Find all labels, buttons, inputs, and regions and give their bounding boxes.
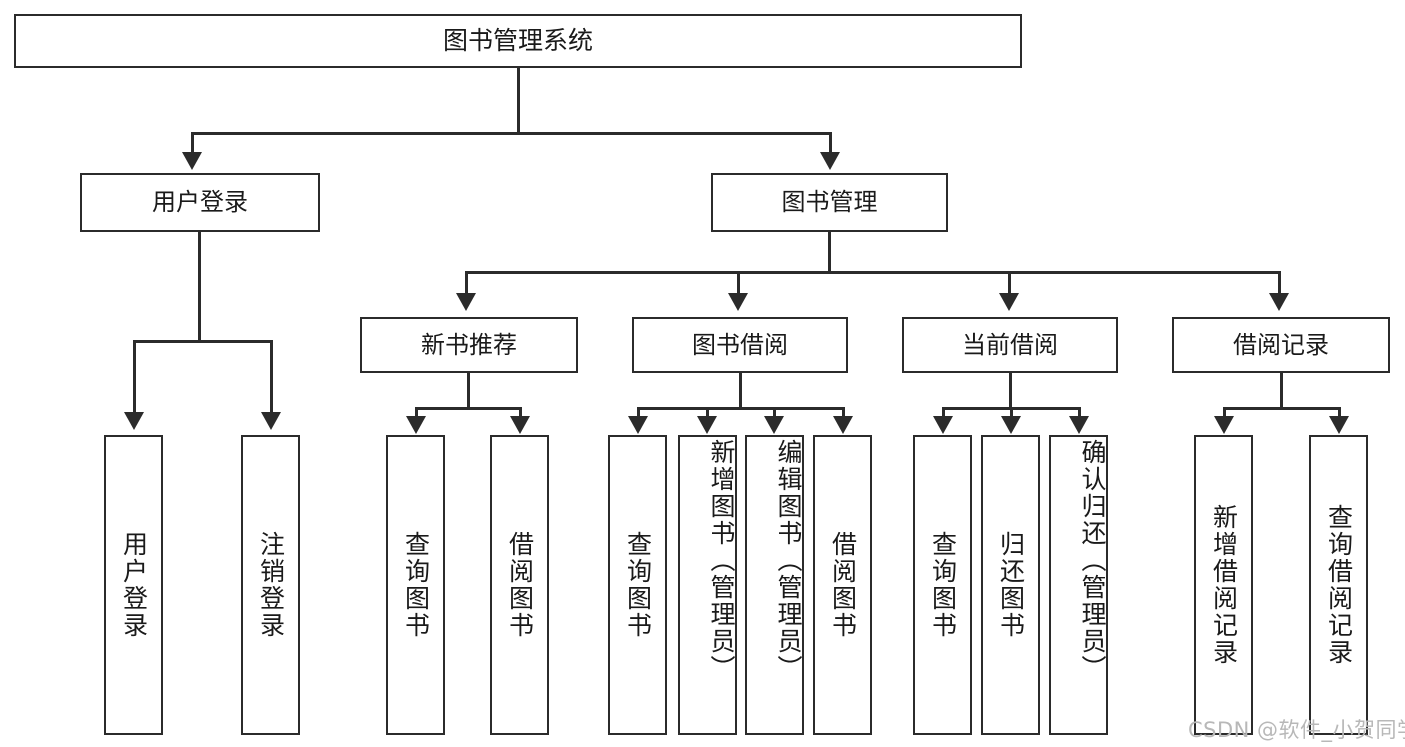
arrow-nbr-child-1: [406, 416, 426, 434]
arrow-cb-child-3: [1069, 416, 1089, 434]
arrow-to-book-borrow: [728, 293, 748, 311]
connector-root-bus: [191, 132, 831, 135]
node-new-book-recommend[interactable]: 新书推荐: [360, 317, 578, 373]
connector-bb-child-4: [842, 407, 845, 419]
node-user-login[interactable]: 用户登录: [80, 173, 320, 232]
leaf-cb-confirm-return-admin[interactable]: 确认归还（管理员）: [1049, 435, 1108, 735]
connector-bb-child-3: [773, 407, 776, 419]
arrow-user-login-child-1: [124, 412, 144, 430]
leaf-bb-edit-book-admin[interactable]: 编辑图书（管理员）: [745, 435, 804, 735]
leaf-user-login[interactable]: 用户登录: [104, 435, 163, 735]
node-label: 注销登录: [256, 531, 286, 639]
arrow-br-child-1: [1214, 416, 1234, 434]
leaf-bb-add-book-admin[interactable]: 新增图书（管理员）: [678, 435, 737, 735]
connector-user-login-bus: [133, 340, 273, 343]
node-borrow-record[interactable]: 借阅记录: [1172, 317, 1390, 373]
node-label: 查询借阅记录: [1324, 504, 1354, 666]
leaf-bb-borrow-book[interactable]: 借阅图书: [813, 435, 872, 735]
connector-user-login-stem: [198, 232, 201, 342]
node-book-borrow[interactable]: 图书借阅: [632, 317, 848, 373]
node-label: 查询图书: [928, 531, 958, 639]
node-label: 借阅图书: [828, 531, 858, 639]
node-label: 图书管理: [781, 188, 878, 217]
arrow-to-new-book-recommend: [456, 293, 476, 311]
leaf-br-add-record[interactable]: 新增借阅记录: [1194, 435, 1253, 735]
node-label: 新书推荐: [421, 330, 517, 359]
arrow-bb-child-2: [697, 416, 717, 434]
leaf-nbr-borrow-book[interactable]: 借阅图书: [490, 435, 549, 735]
connector-cb-child-3: [1078, 407, 1081, 419]
arrow-bb-child-4: [833, 416, 853, 434]
node-label: 图书借阅: [692, 330, 788, 359]
node-label: 确认归还（管理员）: [1078, 439, 1107, 682]
leaf-br-query-record[interactable]: 查询借阅记录: [1309, 435, 1368, 735]
arrow-to-current-borrow: [999, 293, 1019, 311]
connector-cb-child-1: [942, 407, 945, 419]
node-label: 新增借阅记录: [1209, 504, 1239, 666]
node-label: 借阅图书: [505, 531, 535, 639]
arrow-cb-child-2: [1001, 416, 1021, 434]
node-current-borrow[interactable]: 当前借阅: [902, 317, 1118, 373]
connector-to-current-borrow: [1008, 271, 1011, 295]
connector-nbr-child-1: [415, 407, 418, 419]
connector-root-stem: [517, 68, 520, 134]
leaf-nbr-query-book[interactable]: 查询图书: [386, 435, 445, 735]
node-label: 新增图书（管理员）: [707, 439, 736, 682]
connector-nbr-child-2: [519, 407, 522, 419]
arrow-to-user-login: [182, 152, 202, 170]
node-label: 归还图书: [996, 531, 1026, 639]
connector-bb-child-1: [637, 407, 640, 419]
node-label: 编辑图书（管理员）: [774, 439, 803, 682]
connector-to-borrow-record: [1278, 271, 1281, 295]
connector-borrow-record-bus: [1223, 407, 1341, 410]
connector-to-book-management: [829, 132, 832, 154]
connector-user-login-child-1: [133, 340, 136, 414]
node-label: 用户登录: [152, 188, 248, 217]
connector-user-login-child-2: [270, 340, 273, 414]
node-label: 借阅记录: [1233, 330, 1329, 359]
node-root-book-management-system[interactable]: 图书管理系统: [14, 14, 1022, 68]
arrow-to-borrow-record: [1269, 293, 1289, 311]
arrow-to-book-management: [820, 152, 840, 170]
connector-book-management-bus: [465, 271, 1281, 274]
node-label: 查询图书: [623, 531, 653, 639]
connector-to-user-login: [191, 132, 194, 154]
node-book-management[interactable]: 图书管理: [711, 173, 948, 232]
connector-current-borrow-stem: [1009, 373, 1012, 409]
node-label: 当前借阅: [962, 330, 1058, 359]
arrow-cb-child-1: [933, 416, 953, 434]
connector-br-child-2: [1338, 407, 1341, 419]
connector-book-borrow-stem: [739, 373, 742, 409]
node-label: 查询图书: [401, 531, 431, 639]
connector-bb-child-2: [706, 407, 709, 419]
connector-new-book-recommend-stem: [467, 373, 470, 409]
arrow-user-login-child-2: [261, 412, 281, 430]
arrow-nbr-child-2: [510, 416, 530, 434]
arrow-bb-child-1: [628, 416, 648, 434]
node-label: 图书管理系统: [442, 26, 593, 55]
connector-borrow-record-stem: [1280, 373, 1283, 409]
arrow-br-child-2: [1329, 416, 1349, 434]
leaf-logout-login[interactable]: 注销登录: [241, 435, 300, 735]
connector-book-management-stem: [828, 232, 831, 274]
connector-to-new-book-recommend: [465, 271, 468, 295]
connector-to-book-borrow: [737, 271, 740, 295]
arrow-bb-child-3: [764, 416, 784, 434]
connector-cb-child-2: [1010, 407, 1013, 419]
connector-new-book-recommend-bus: [415, 407, 522, 410]
csdn-watermark: CSDN @软件_小贺同学: [1188, 718, 1405, 742]
node-label: 用户登录: [119, 531, 149, 639]
connector-br-child-1: [1223, 407, 1226, 419]
leaf-bb-query-book[interactable]: 查询图书: [608, 435, 667, 735]
leaf-cb-return-book[interactable]: 归还图书: [981, 435, 1040, 735]
leaf-cb-query-book[interactable]: 查询图书: [913, 435, 972, 735]
connector-book-borrow-bus: [637, 407, 845, 410]
